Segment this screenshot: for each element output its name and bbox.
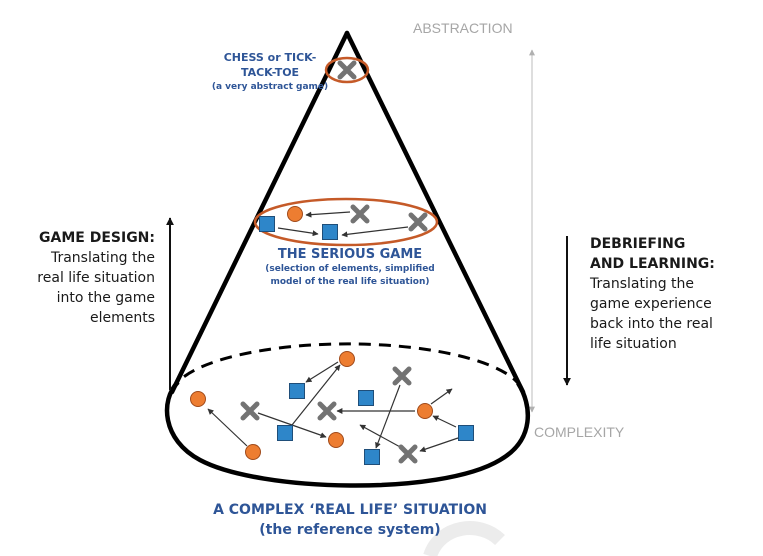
relation-arrow (305, 211, 351, 218)
cross-element (398, 444, 418, 464)
debriefing-line: life situation (590, 336, 677, 352)
debriefing-line: Translating the (590, 276, 695, 292)
abstract-game-highlight (324, 56, 370, 84)
relation-arrow (207, 408, 248, 447)
circle-element (339, 351, 355, 367)
game-design-line: real life situation (37, 270, 155, 286)
cone-base-back (170, 342, 525, 393)
watermark (423, 521, 505, 556)
game-design-line: into the game (56, 290, 155, 306)
circle-element (417, 403, 433, 419)
serious-game-subtitle-line2: model of the real life situation) (270, 277, 430, 287)
relation-arrow (430, 388, 453, 405)
real-life-title: A COMPLEX ‘REAL LIFE’ SITUATION (213, 502, 487, 518)
cross-element (408, 212, 428, 232)
complexity-label: COMPLEXITY (534, 424, 625, 440)
debriefing-heading-line1: DEBRIEFING (590, 236, 686, 252)
serious-game-subtitle-line1: (selection of elements, simplified (265, 264, 435, 274)
square-element (289, 383, 305, 399)
abstract-game-title-line1: CHESS or TICK- (223, 51, 317, 64)
debriefing-line: game experience (590, 296, 712, 312)
relation-arrow (341, 226, 409, 238)
real-life-subtitle: (the reference system) (259, 522, 441, 538)
circle-element (328, 432, 344, 448)
cross-element (337, 60, 357, 80)
serious-game-highlight (253, 197, 439, 247)
relation-arrow (305, 361, 339, 383)
circle-element (287, 206, 303, 222)
cone-right-edge (344, 30, 526, 395)
cone-base-front (164, 380, 530, 488)
game-design-text: GAME DESIGN: Translating the real life s… (0, 228, 155, 328)
serious-game-relations (277, 211, 409, 238)
game-elements (190, 60, 474, 465)
abstract-game-label: CHESS or TICK- TACK-TOE (a very abstract… (195, 50, 345, 95)
cross-element (317, 401, 337, 421)
cross-element (240, 401, 260, 421)
debriefing-heading-line2: AND LEARNING: (590, 256, 715, 272)
circle-element (190, 391, 206, 407)
game-design-line: Translating the (50, 250, 155, 266)
abstraction-label: ABSTRACTION (413, 20, 513, 36)
square-element (322, 224, 338, 240)
abstract-game-title-line2: TACK-TOE (240, 66, 300, 79)
cross-element (350, 204, 370, 224)
relation-arrow (375, 384, 401, 449)
abstract-game-subtitle: (a very abstract game) (211, 82, 329, 92)
game-design-heading: GAME DESIGN: (39, 230, 155, 246)
real-life-label: A COMPLEX ‘REAL LIFE’ SITUATION (the ref… (160, 500, 540, 540)
square-element (458, 425, 474, 441)
square-element (364, 449, 380, 465)
debriefing-text: DEBRIEFING AND LEARNING: Translating the… (590, 234, 763, 354)
circle-element (245, 444, 261, 460)
game-design-line: elements (89, 310, 155, 326)
serious-game-title: THE SERIOUS GAME (277, 247, 423, 262)
relation-arrow (359, 424, 403, 449)
serious-game-label: THE SERIOUS GAME (selection of elements,… (250, 247, 450, 289)
square-element (358, 390, 374, 406)
cross-element (392, 366, 412, 386)
relation-arrow (291, 364, 341, 426)
relation-arrow (277, 227, 319, 237)
debriefing-line: back into the real (590, 316, 713, 332)
relation-arrow (432, 415, 457, 428)
square-element (259, 216, 275, 232)
square-element (277, 425, 293, 441)
cone-left-edge (169, 30, 350, 395)
relation-arrow (419, 437, 459, 453)
